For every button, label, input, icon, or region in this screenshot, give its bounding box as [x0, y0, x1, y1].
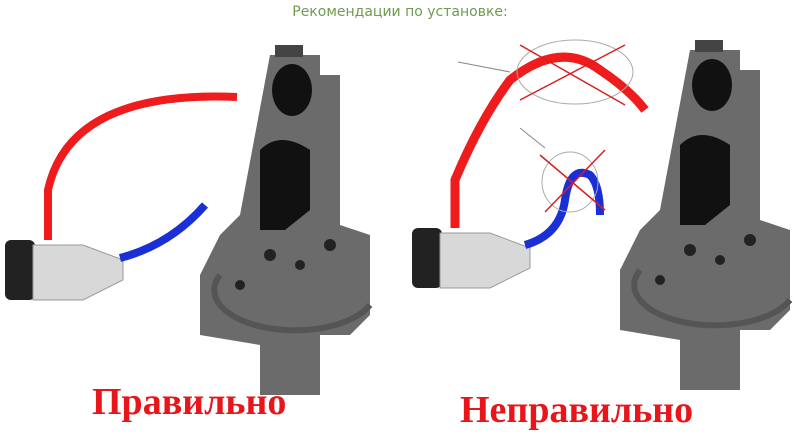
problem-circle: [541, 151, 599, 213]
incorrect-label: Неправильно: [460, 389, 694, 431]
cold-hose: [523, 168, 604, 249]
correct-label: Правильно: [92, 381, 287, 423]
heater-image: [411, 227, 531, 289]
page-title: Рекомендации по установке:: [292, 4, 508, 20]
cross-marks: [519, 44, 626, 213]
hot-hose: [44, 92, 238, 240]
cold-hose: [118, 202, 209, 262]
engine-image: [620, 40, 790, 390]
problem-circle: [516, 39, 634, 105]
pointer-arrows: [457, 61, 546, 149]
hot-hose: [450, 52, 649, 228]
heater-image: [4, 239, 124, 301]
incorrect-installation: [411, 39, 790, 390]
correct-installation: [4, 45, 370, 395]
